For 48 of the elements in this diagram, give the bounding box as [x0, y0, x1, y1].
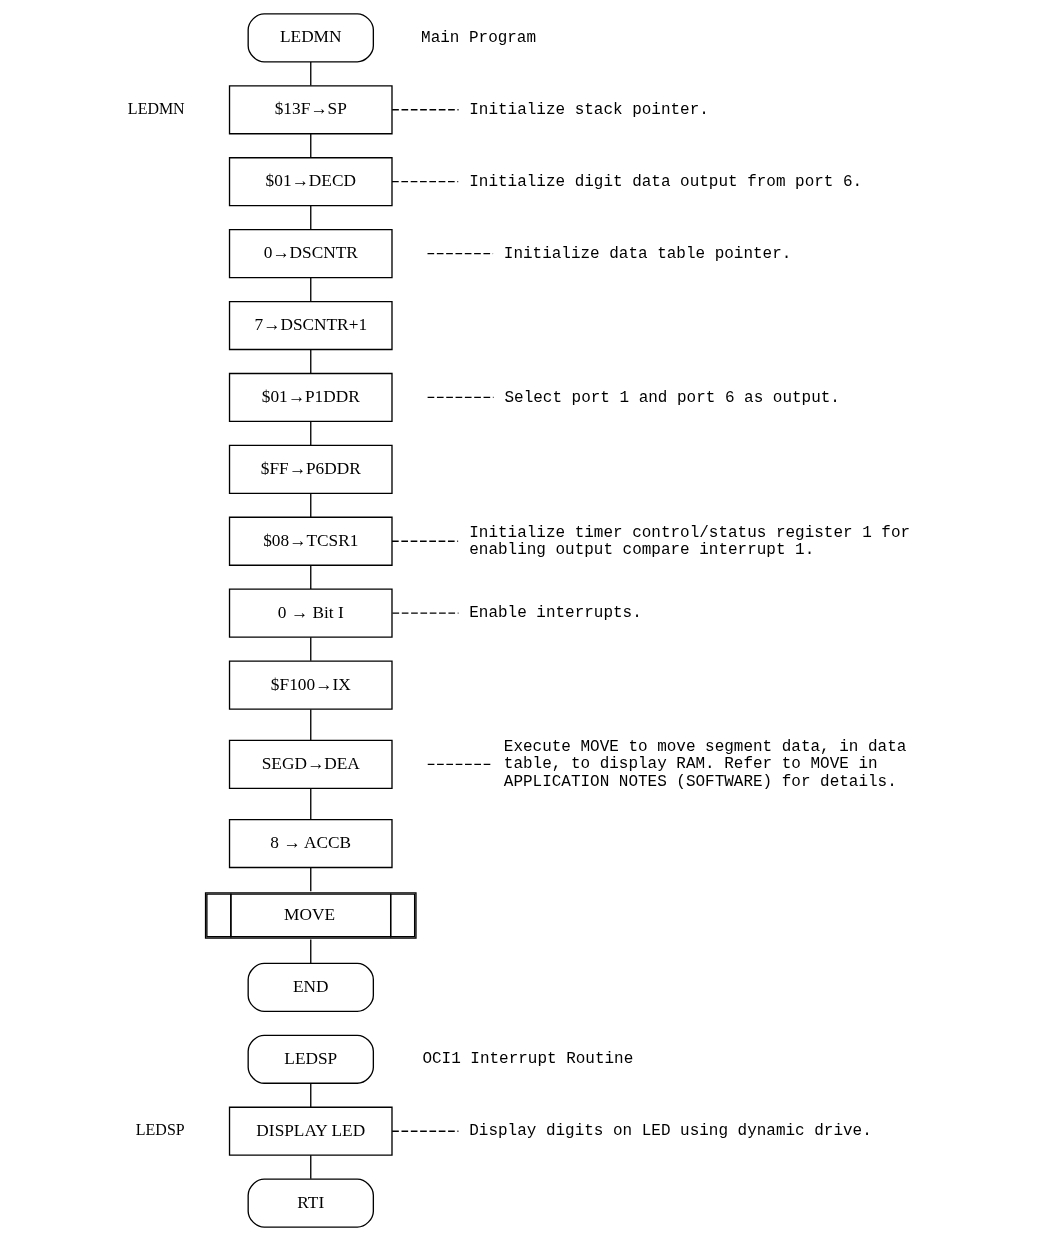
node-box: $F100→IX — [228, 660, 393, 710]
node-label: LEDSP — [135, 1121, 185, 1139]
node-text: Execute MOVE to move segment data, in data table, to display RAM. Refer to MOVE in APPLICATION NOTES (SOFTWARE) for details. — [503, 738, 907, 791]
node-box: $01→DECD — [228, 157, 393, 207]
node-text: Initialize digit data output from port 6. — [469, 172, 863, 191]
node-text: Display digits on LED using dynamic drive. — [469, 1122, 872, 1141]
connector — [310, 276, 312, 302]
connector — [391, 109, 460, 111]
node-box: $08→TCSR1 — [228, 516, 393, 566]
connector — [310, 348, 312, 374]
connector — [310, 866, 312, 892]
connector — [426, 396, 495, 399]
connector — [310, 205, 312, 230]
node-box: LEDSP — [247, 1034, 374, 1084]
connector — [310, 61, 312, 87]
node-box: 7→DSCNTR+1 — [228, 300, 393, 351]
connector — [310, 708, 312, 741]
node-box: DISPLAY LED — [228, 1106, 393, 1156]
node-box: END — [247, 962, 374, 1013]
node-label: LEDMN — [127, 99, 185, 117]
node-text: Enable interrupts. — [469, 604, 642, 623]
connector — [310, 1082, 312, 1108]
connector — [391, 540, 459, 542]
node-box: RTI — [247, 1178, 374, 1228]
node-text: Initialize timer control/status register 1 for enabling output compare interrupt 1. — [469, 523, 911, 560]
node-text: Initialize data table pointer. — [503, 244, 792, 263]
node-box: $FF→P6DDR — [228, 444, 393, 494]
connector — [310, 133, 312, 159]
connector — [310, 938, 312, 964]
node-box: $13F→SP — [228, 85, 393, 135]
node-box: $01→P1DDR — [228, 372, 393, 423]
connector — [391, 1130, 460, 1132]
node-box: 0 → Bit I — [228, 588, 393, 638]
connector — [310, 492, 312, 518]
connector — [310, 636, 312, 662]
node-box: 8 → ACCB — [228, 818, 393, 869]
connector — [310, 564, 312, 590]
node-label: Main Program — [421, 28, 537, 47]
node-text: Initialize stack pointer. — [469, 100, 709, 119]
node-box: LEDMN — [247, 13, 374, 63]
connector — [391, 181, 459, 183]
node-box: 0→DSCNTR — [228, 228, 393, 279]
connector — [310, 787, 312, 820]
node-box: SEGD→DEA — [228, 739, 393, 789]
connector — [310, 420, 312, 446]
node-label: OCI1 Interrupt Routine — [422, 1050, 634, 1069]
node-text: Select port 1 and port 6 as output. — [504, 388, 840, 407]
connector — [310, 1154, 312, 1180]
